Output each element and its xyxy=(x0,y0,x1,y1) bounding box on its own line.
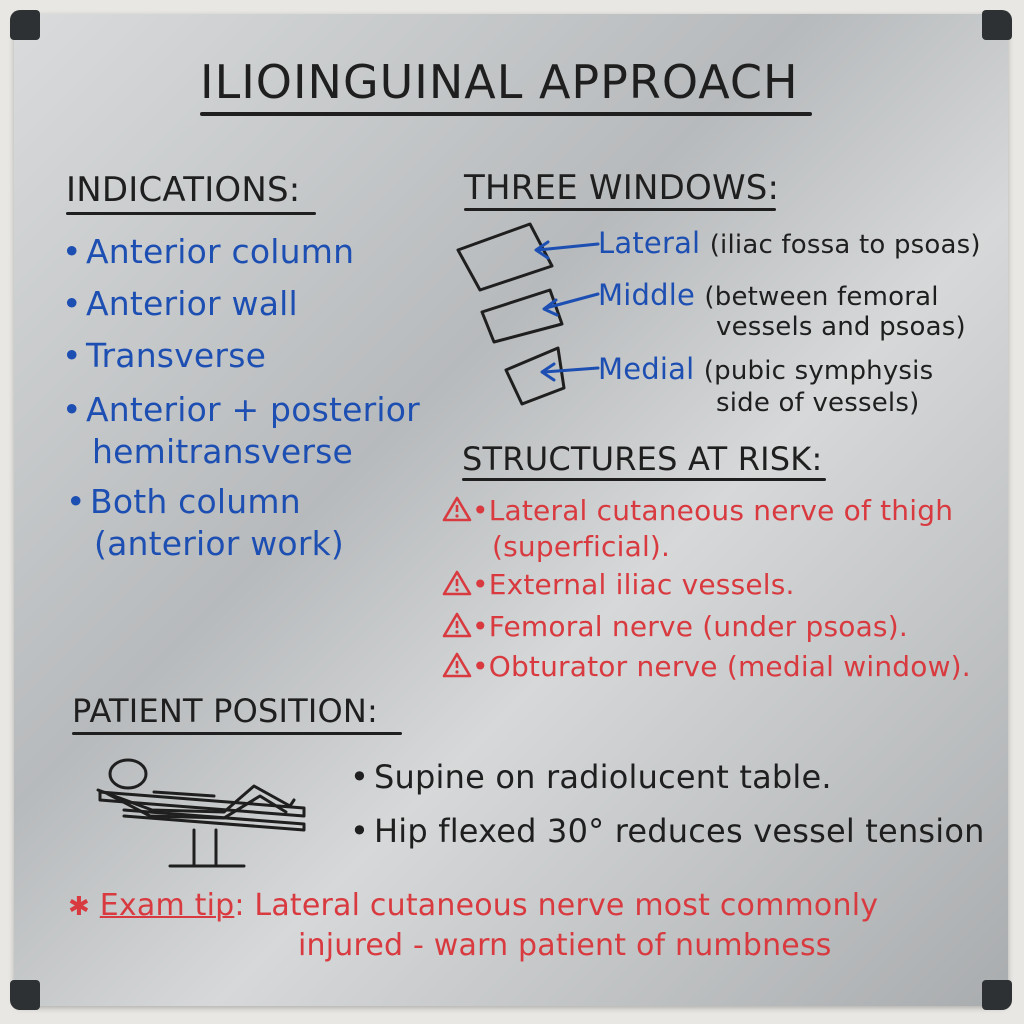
indication-item: •Both column xyxy=(66,482,301,521)
windows-underline xyxy=(464,208,776,211)
whiteboard-frame xyxy=(10,10,1012,1010)
warning-triangle-icon xyxy=(442,652,472,678)
indication-item-continuation: (anterior work) xyxy=(94,524,344,563)
risk-item: •Femoral nerve (under psoas). xyxy=(442,610,908,643)
indication-item: •Anterior column xyxy=(62,232,355,271)
indications-heading: INDICATIONS: xyxy=(66,170,301,210)
arrow-left-icon xyxy=(542,366,600,374)
frame-corner-top-left xyxy=(10,10,40,40)
warning-triangle-icon xyxy=(442,496,472,522)
window-middle-note-cont: vessels and psoas) xyxy=(716,312,966,342)
window-middle: Middle (between femoral xyxy=(598,278,939,312)
warning-triangle-icon xyxy=(442,612,472,638)
position-item: •Hip flexed 30° reduces vessel tension xyxy=(350,812,985,850)
window-box-medial xyxy=(504,346,566,406)
risk-item-continuation: (superficial). xyxy=(492,530,671,563)
risk-item: •External iliac vessels. xyxy=(442,568,795,601)
structures-underline xyxy=(462,478,826,481)
frame-corner-bottom-left xyxy=(10,980,40,1010)
structures-heading: STRUCTURES AT RISK: xyxy=(462,440,823,478)
window-medial: Medial (pubic symphysis xyxy=(598,352,934,386)
risk-item: •Obturator nerve (medial window). xyxy=(442,650,971,683)
indications-underline xyxy=(66,212,316,215)
star-icon: ✱ xyxy=(68,892,90,922)
window-lateral: Lateral (iliac fossa to psoas) xyxy=(598,226,981,260)
window-box-middle xyxy=(480,288,564,344)
position-underline xyxy=(72,732,402,735)
exam-tip-label: Exam tip xyxy=(99,888,235,923)
indication-item-continuation: hemitransverse xyxy=(92,432,354,471)
frame-corner-top-right xyxy=(982,10,1012,40)
indication-item: •Anterior + posterior xyxy=(62,390,420,429)
position-heading: PATIENT POSITION: xyxy=(72,692,379,730)
board-title: ILIOINGUINAL APPROACH xyxy=(200,55,799,109)
arrow-left-icon xyxy=(536,242,600,252)
position-item: •Supine on radiolucent table. xyxy=(350,758,832,796)
title-underline xyxy=(200,112,812,116)
windows-heading: THREE WINDOWS: xyxy=(464,168,780,208)
indication-item: •Anterior wall xyxy=(62,284,298,323)
window-medial-note-cont: side of vessels) xyxy=(716,388,920,418)
warning-triangle-icon xyxy=(442,570,472,596)
arrow-left-icon xyxy=(544,292,600,310)
patient-on-table-sketch xyxy=(96,758,306,868)
exam-tip-line-2: injured - warn patient of numbness xyxy=(298,928,832,963)
window-box-lateral xyxy=(456,222,554,292)
windows-sketch xyxy=(456,222,600,406)
frame-corner-bottom-right xyxy=(982,980,1012,1010)
risk-item: •Lateral cutaneous nerve of thigh xyxy=(442,494,953,527)
exam-tip-line-1: ✱ Exam tip: Lateral cutaneous nerve most… xyxy=(68,888,879,923)
indication-item: •Transverse xyxy=(62,336,267,375)
